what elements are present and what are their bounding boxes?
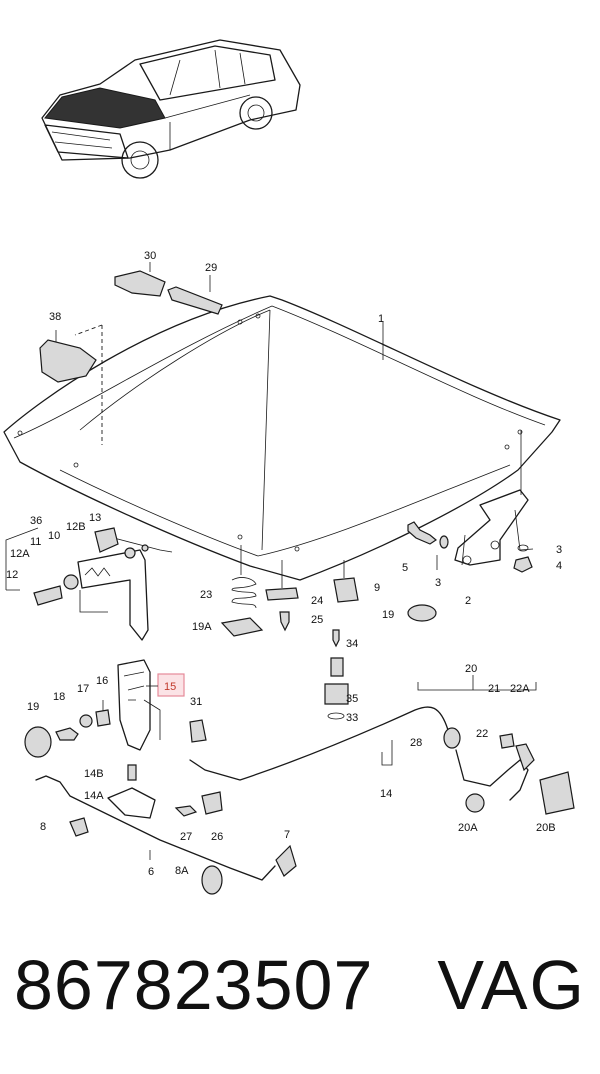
grommet-20A (465, 793, 485, 813)
callout-12B: 12B (66, 521, 86, 533)
grommet-19-left (24, 726, 52, 758)
seal-strip-29 (167, 275, 223, 315)
nut-4 (513, 556, 533, 573)
brand-label: VAG (437, 946, 586, 1024)
guide-7 (275, 844, 297, 877)
callout-10: 10 (48, 530, 60, 542)
clip-14 (381, 740, 393, 766)
callout-36: 36 (30, 515, 42, 527)
screw-26-27 (174, 791, 223, 817)
callout-12: 12 (6, 569, 18, 581)
plate-19A (220, 617, 264, 637)
hood-panel (3, 295, 561, 581)
callout-14A: 14A (84, 790, 104, 802)
callout-19-left: 19 (27, 701, 39, 713)
cable-20 (189, 675, 537, 781)
callout-33: 33 (346, 712, 358, 724)
screw-25 (279, 611, 290, 632)
callout-labels: 30 29 1 38 36 13 12B 11 10 12A 12 23 24 … (6, 250, 562, 878)
callout-8A: 8A (175, 865, 189, 877)
callout-6: 6 (148, 866, 154, 878)
clip-8 (69, 817, 89, 837)
buffer-9 (333, 560, 359, 603)
callout-35: 35 (346, 693, 358, 705)
highlighted-callout-15: 15 (146, 673, 185, 697)
bolt-16 (95, 700, 111, 727)
callout-21: 21 (488, 683, 500, 695)
callout-14B: 14B (84, 768, 104, 780)
callout-3-left: 3 (435, 577, 441, 589)
callout-13: 13 (89, 512, 101, 524)
callout-31: 31 (190, 696, 202, 708)
callout-19-right: 19 (382, 609, 394, 621)
callout-17: 17 (77, 683, 89, 695)
bracket-30 (114, 262, 166, 297)
lock-plate-15 (117, 659, 161, 751)
callout-8: 8 (40, 821, 46, 833)
callout-38: 38 (49, 311, 61, 323)
handle-assembly-21-22 (443, 727, 535, 801)
callout-28: 28 (410, 737, 422, 749)
latch-bracket-36 (5, 527, 173, 641)
callout-22A: 22A (510, 683, 530, 695)
highlighted-callout-label: 15 (164, 681, 176, 693)
spring-23 (231, 545, 257, 609)
callout-25: 25 (311, 614, 323, 626)
key-12 (33, 574, 79, 606)
clip-31 (189, 719, 207, 743)
bolt-5 (407, 521, 438, 545)
plate-24 (265, 560, 299, 601)
screw-18 (55, 727, 79, 741)
callout-20A: 20A (458, 822, 478, 834)
callout-16: 16 (96, 675, 108, 687)
car-thumbnail (41, 39, 301, 179)
callout-12A: 12A (10, 548, 30, 560)
callout-20: 20 (465, 663, 477, 675)
callout-11: 11 (30, 536, 41, 548)
grommet-19 (407, 604, 437, 622)
callout-14: 14 (380, 788, 392, 800)
callout-23: 23 (200, 589, 212, 601)
plate-20B (539, 771, 575, 815)
callout-4: 4 (556, 560, 562, 572)
callout-3-right: 3 (556, 544, 562, 556)
washer-17 (79, 714, 93, 728)
footer: 867823507 VAG (0, 940, 600, 1030)
callout-30: 30 (144, 250, 156, 262)
callout-27: 27 (180, 831, 192, 843)
callout-22: 22 (476, 728, 488, 740)
callout-7: 7 (284, 829, 290, 841)
rod-6 (35, 775, 276, 881)
callout-1: 1 (378, 313, 384, 325)
callout-18: 18 (53, 691, 65, 703)
bracket-14A (107, 764, 156, 819)
callout-20B: 20B (536, 822, 556, 834)
callout-24: 24 (311, 595, 323, 607)
callout-29: 29 (205, 262, 217, 274)
callout-2: 2 (465, 595, 471, 607)
grommet-8A (201, 865, 223, 895)
lock-12B-13 (94, 527, 149, 559)
callout-34: 34 (346, 638, 358, 650)
parts-34-35-33 (324, 629, 349, 720)
callout-26: 26 (211, 831, 223, 843)
buffer-38 (39, 330, 97, 383)
callout-9: 9 (374, 582, 380, 594)
part-number: 867823507 (14, 946, 374, 1024)
spring-11 (79, 567, 111, 613)
callout-19A: 19A (192, 621, 212, 633)
callout-5: 5 (402, 562, 408, 574)
hinge-2 (454, 430, 529, 566)
washer-3 (436, 535, 534, 570)
